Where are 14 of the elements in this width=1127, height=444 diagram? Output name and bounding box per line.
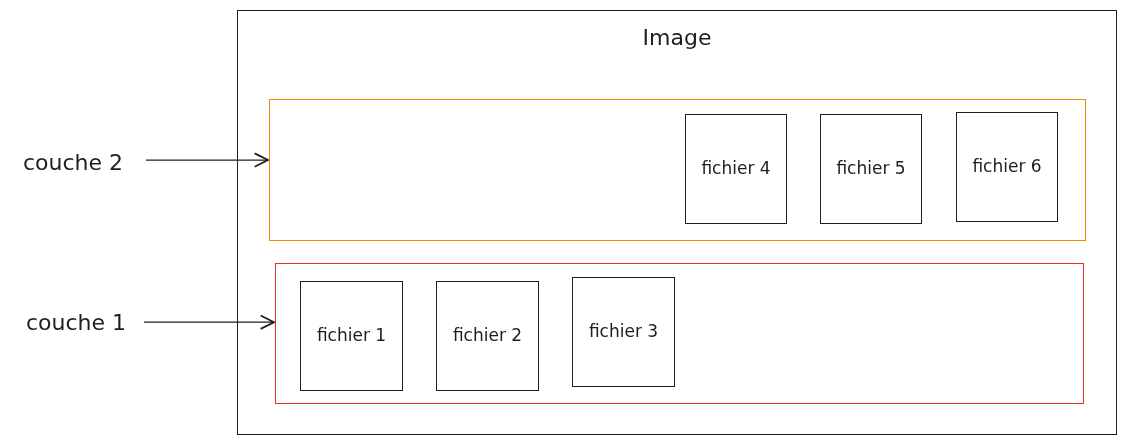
file-box: fichier 3 — [572, 277, 675, 387]
file-box: fichier 5 — [820, 114, 922, 224]
image-frame — [237, 10, 1117, 435]
file-box: fichier 6 — [956, 112, 1058, 222]
arrow — [145, 152, 269, 168]
file-box: fichier 4 — [685, 114, 787, 224]
arrow — [143, 314, 275, 330]
label-text: couche 2 — [6, 146, 140, 178]
label-text: couche 1 — [14, 306, 138, 338]
frame-title: Image — [641, 24, 713, 52]
layer-box — [275, 263, 1084, 404]
file-box: fichier 2 — [436, 281, 539, 391]
file-box: fichier 1 — [300, 281, 403, 391]
layer-box — [269, 99, 1086, 241]
